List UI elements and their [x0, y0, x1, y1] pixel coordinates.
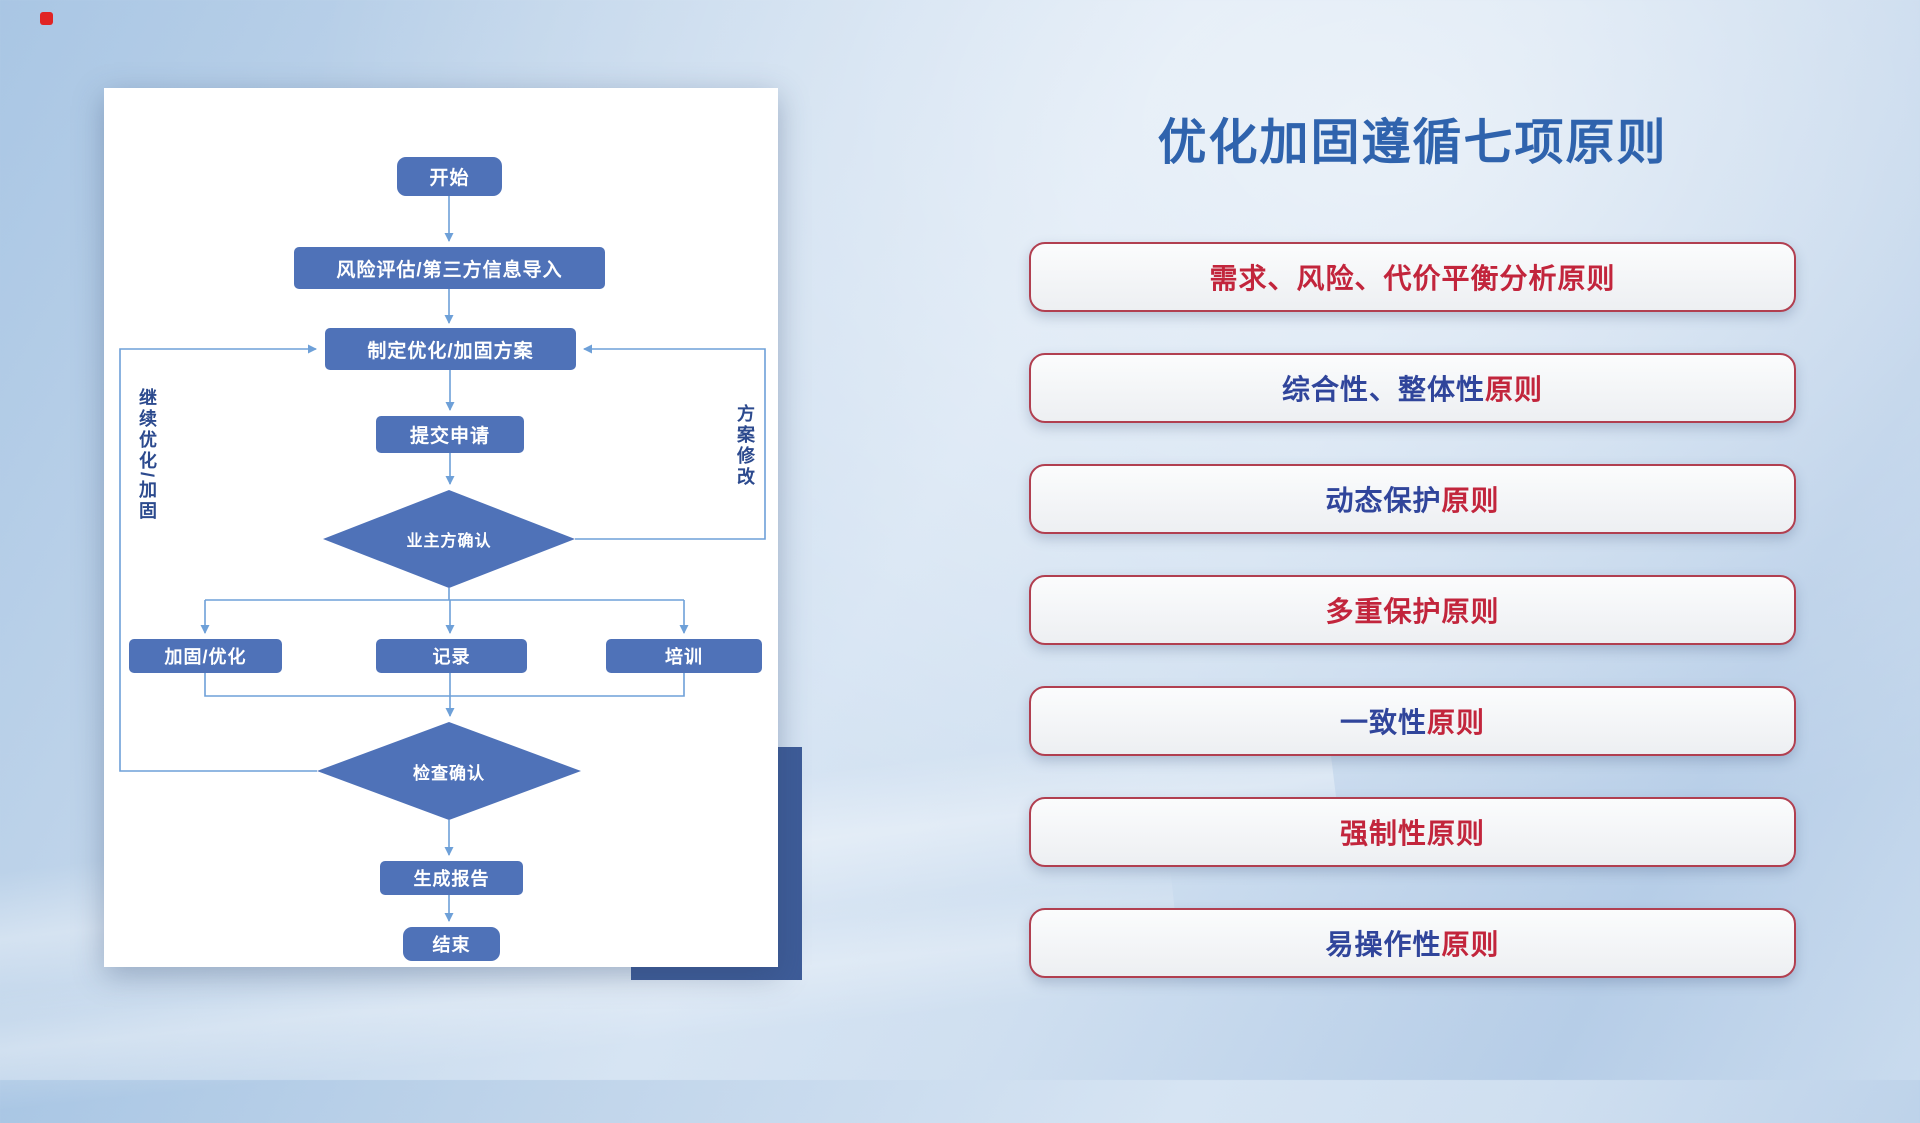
- principle-text-red: 需求、风险、代价平衡分析原则: [1209, 263, 1616, 294]
- flow-node-submit: 提交申请: [376, 416, 524, 453]
- flow-node-record: 记录: [376, 639, 527, 673]
- principle-text-red: 强制性原则: [1339, 818, 1485, 849]
- red-dot-icon: [40, 12, 53, 25]
- principle-text-blue: 综合性、整体性: [1281, 374, 1485, 405]
- principle-text-red: 原则: [1441, 929, 1500, 960]
- principle-text-red: 多重保护原则: [1325, 596, 1500, 627]
- principle-card-1: 需求、风险、代价平衡分析原则: [1029, 242, 1796, 312]
- principle-card-2: 综合性、整体性原则: [1029, 353, 1796, 423]
- principle-text-red: 原则: [1441, 485, 1500, 516]
- flow-node-make-plan: 制定优化/加固方案: [325, 328, 576, 370]
- flow-node-end: 结束: [403, 927, 500, 961]
- principle-text-red: 原则: [1485, 374, 1544, 405]
- principle-card-5: 一致性原则: [1029, 686, 1796, 756]
- principle-text-blue: 动态保护: [1325, 485, 1442, 516]
- loop-label-continue-optimize: 继续优化/加固: [137, 388, 157, 523]
- principle-card-3: 动态保护原则: [1029, 464, 1796, 534]
- flow-node-start: 开始: [397, 157, 502, 196]
- loop-label-plan-revise: 方案修改: [735, 404, 755, 488]
- flow-node-training: 培训: [606, 639, 762, 673]
- flow-node-report: 生成报告: [380, 861, 523, 895]
- principle-card-4: 多重保护原则: [1029, 575, 1796, 645]
- flow-node-risk-import: 风险评估/第三方信息导入: [294, 247, 605, 289]
- flowchart-panel: 开始 风险评估/第三方信息导入 制定优化/加固方案 提交申请 业主方确认 加固/…: [104, 88, 778, 967]
- principle-text-red: 原则: [1427, 707, 1486, 738]
- flow-node-reinforce: 加固/优化: [129, 639, 282, 673]
- principles-list: 需求、风险、代价平衡分析原则 综合性、整体性原则 动态保护原则 多重保护原则 一…: [1029, 242, 1796, 978]
- page-title: 优化加固遵循七项原则: [1157, 116, 1668, 170]
- principle-text-blue: 易操作性: [1325, 929, 1442, 960]
- principle-card-6: 强制性原则: [1029, 797, 1796, 867]
- principle-card-7: 易操作性原则: [1029, 908, 1796, 978]
- principle-text-blue: 一致性: [1339, 707, 1427, 738]
